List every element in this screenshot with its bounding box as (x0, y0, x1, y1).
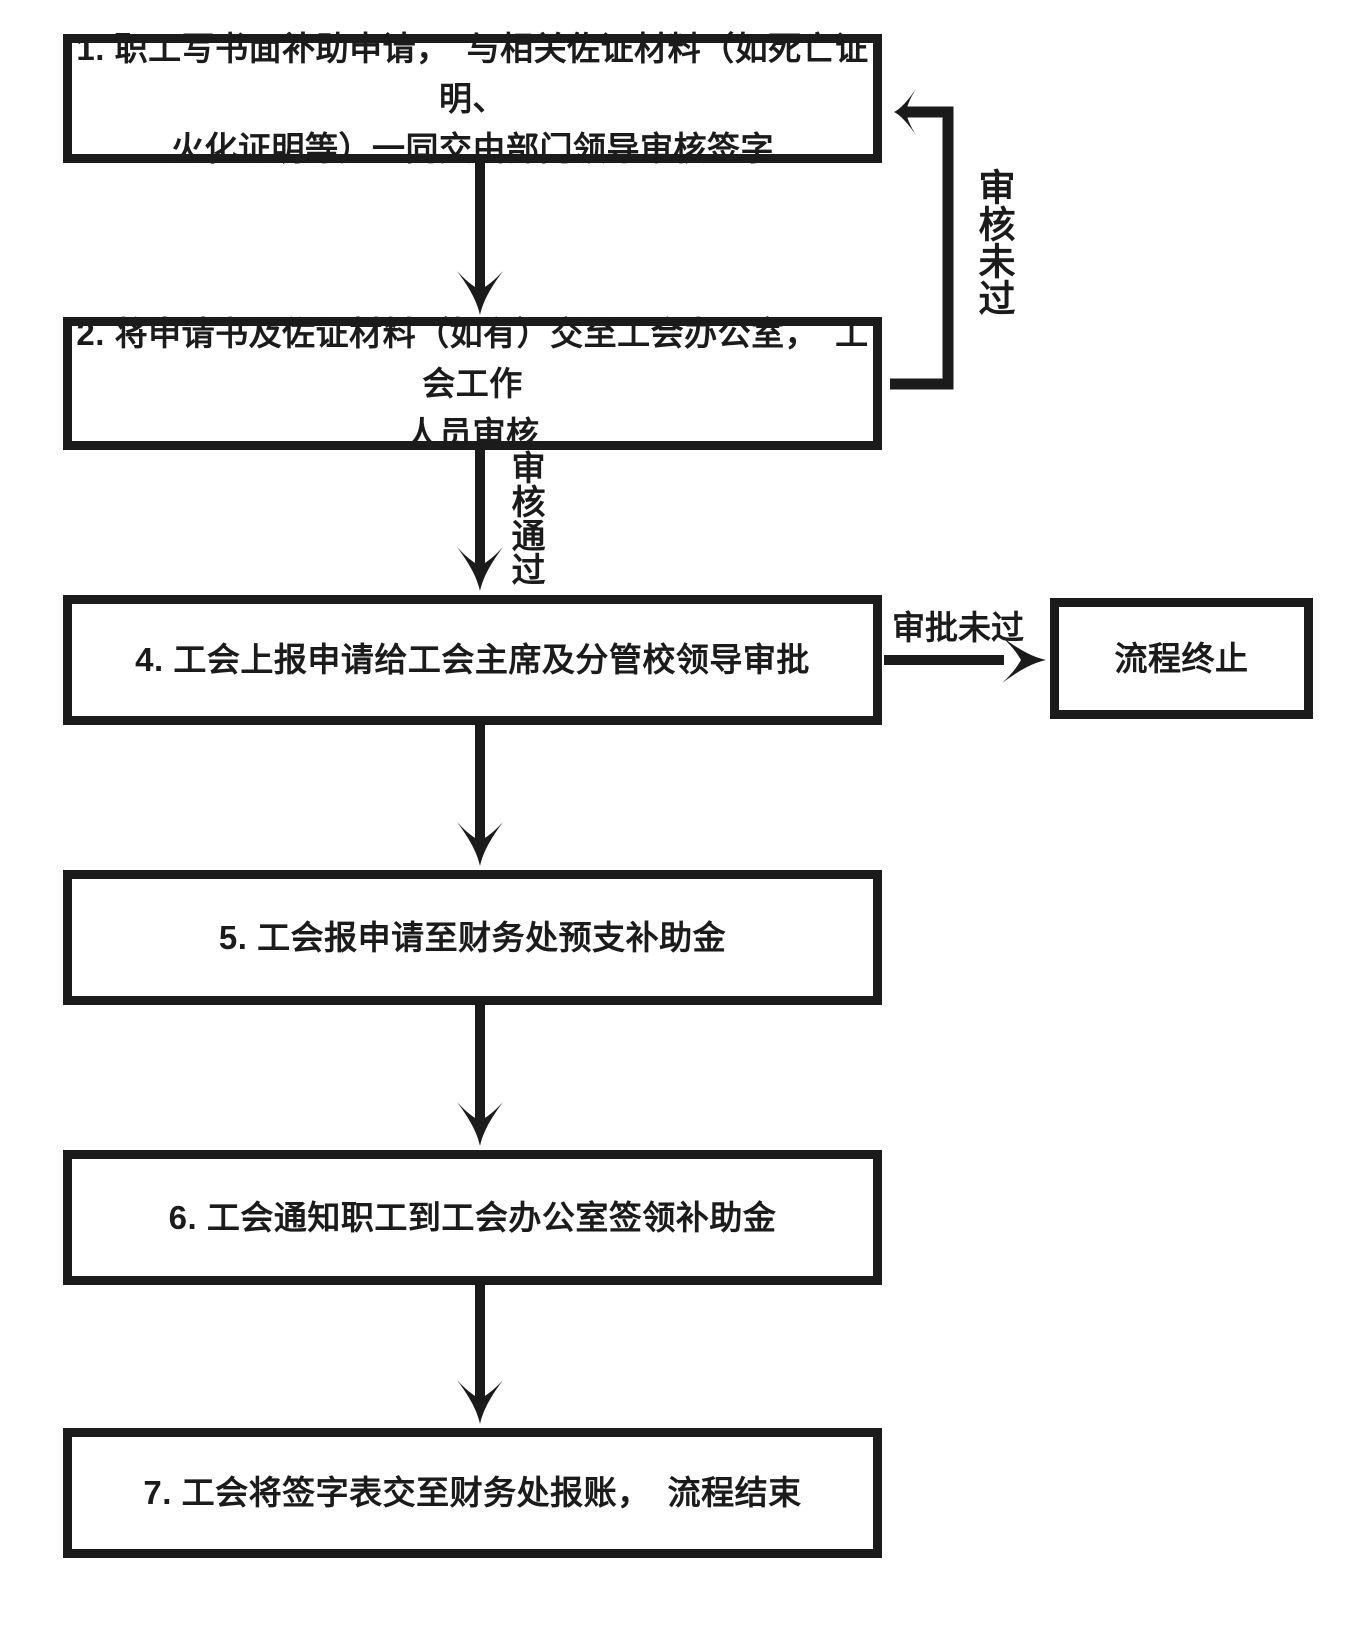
terminate-text: 流程终止 (1114, 639, 1249, 677)
arrow-step5-to-step6 (457, 1005, 503, 1146)
step4-text: 4. 工会上报申请给工会主席及分管校领导审批 (135, 641, 810, 678)
step1-text-line1: 1. 职工写书面补助申请， 与相关佐证材料（如死亡证明、 (76, 29, 869, 117)
arrow-step6-to-step7 (457, 1285, 503, 1424)
step2-text-line2: 人员审核 (405, 414, 540, 452)
flow-box-step1: 1. 职工写书面补助申请， 与相关佐证材料（如死亡证明、 火化证明等）一同交由部… (63, 30, 882, 167)
label-review-failed: 审核未过 (973, 168, 1014, 316)
step1-text-line2: 火化证明等）一同交由部门领导审核签字 (171, 129, 774, 167)
flow-box-step7: 7. 工会将签字表交至财务处报账， 流程结束 (63, 1428, 882, 1558)
arrow-step2-to-step4 (457, 450, 503, 591)
flow-box-step2: 2. 将申请书及佐证材料（如有）交至工会办公室， 工会工作 人员审核 (63, 315, 882, 452)
arrow-step2-to-step1-loopback (890, 89, 954, 390)
flow-box-step6: 6. 工会通知职工到工会办公室签领补助金 (63, 1150, 882, 1285)
step2-text-line1: 2. 将申请书及佐证材料（如有）交至工会办公室， 工会工作 (76, 314, 869, 402)
flow-box-terminate: 流程终止 (1050, 598, 1313, 719)
step5-text: 5. 工会报申请至财务处预支补助金 (218, 918, 727, 956)
arrow-step4-to-step5 (457, 725, 503, 866)
flow-box-step4: 4. 工会上报申请给工会主席及分管校领导审批 (63, 595, 882, 725)
label-approval-failed: 审批未过 (892, 609, 1024, 646)
step6-text: 6. 工会通知职工到工会办公室签领补助金 (168, 1198, 777, 1236)
label-review-passed: 审核通过 (506, 450, 544, 586)
step7-text: 7. 工会将签字表交至财务处报账， 流程结束 (143, 1474, 802, 1511)
arrow-step1-to-step2 (457, 163, 503, 315)
arrow-step4-to-terminate (884, 637, 1046, 683)
flow-box-step5: 5. 工会报申请至财务处预支补助金 (63, 870, 882, 1005)
